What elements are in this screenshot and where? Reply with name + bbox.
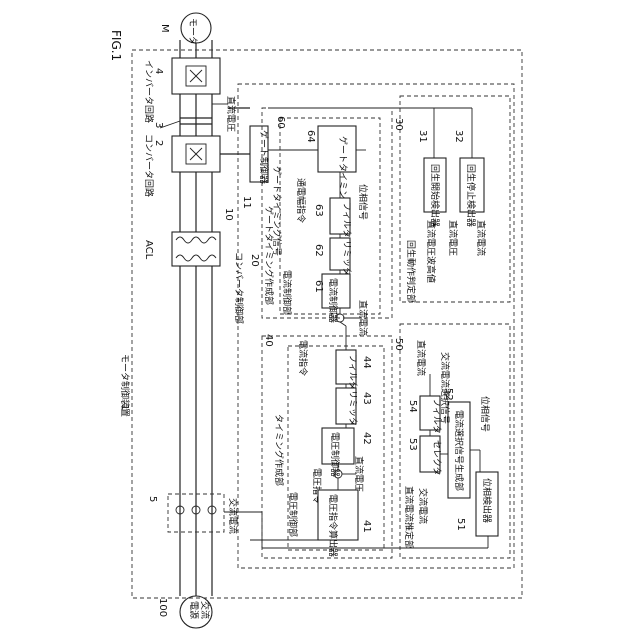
limiter-62-label: リミッタ	[341, 240, 352, 276]
current-control-label: 電流制御部	[281, 270, 293, 315]
ref-41: 41	[361, 520, 372, 533]
motor-label: モータ	[187, 18, 198, 45]
ref-30: 30	[393, 118, 404, 131]
power-circuit: モータ M インバータ回路 4 3 直流電圧 コンバータ回路 2 ACL	[143, 13, 262, 628]
dc-current-b-label: 直流電流	[415, 340, 427, 376]
ref-11: 11	[241, 196, 252, 209]
ref-64: 64	[305, 130, 316, 143]
ac-source-label-1: 交流	[199, 601, 211, 619]
regen-stop-label: 回生停止検出器	[465, 164, 477, 227]
phase-detector-label: 位相検出器	[481, 478, 493, 523]
dc-voltage-top-label: 直流電圧	[225, 96, 237, 132]
figure-label: FIG.1	[109, 30, 123, 61]
ref-2: 2	[153, 140, 164, 146]
regen-judge-label: 回生動作判定部	[405, 240, 417, 303]
dc-voltage-r-label: 直流電圧	[447, 220, 459, 256]
regen-start-label: 回生開始検出器	[429, 164, 441, 227]
ref-m: M	[159, 24, 170, 33]
ac-source-label-2: 電源	[188, 601, 199, 619]
phase-signal-label: 位相信号	[357, 184, 369, 220]
gate-timing-section-label: ゲートタイミング作成部	[263, 206, 275, 305]
ref-62: 62	[313, 244, 324, 257]
ref-51: 51	[455, 518, 466, 531]
ref-54: 54	[407, 400, 418, 413]
ref-20: 20	[249, 254, 260, 267]
ref-60: 60	[275, 116, 286, 129]
acl-label: ACL	[143, 240, 154, 260]
ref-31: 31	[417, 130, 428, 143]
converter-control-frame	[238, 84, 514, 568]
ref-40: 40	[263, 334, 274, 347]
ac-current-sel-label: 交流電流選択信号	[439, 352, 451, 424]
ref-10: 10	[223, 208, 234, 221]
ref-5: 5	[147, 496, 158, 502]
ref-1: 1	[119, 404, 130, 410]
ref-43: 43	[361, 392, 372, 405]
limiter-43-label: リミッタ	[347, 390, 358, 426]
voltage-cmd-calc-block	[318, 490, 358, 540]
ref-53: 53	[407, 438, 418, 451]
ref-32: 32	[453, 130, 464, 143]
phase-signal-b-label: 位相信号	[479, 396, 491, 432]
filter-63-label: フィルタ	[341, 202, 352, 238]
ref-100: 100	[157, 598, 168, 617]
dc-current-r-label: 直流電流	[475, 220, 487, 256]
current-controller-label: 電流制御器	[327, 278, 339, 323]
regen-judge-frame	[400, 96, 510, 302]
current-cmd-label: 電流指令	[297, 340, 309, 376]
ref-44: 44	[361, 356, 372, 369]
ref-61: 61	[313, 280, 324, 293]
voltage-control-label: 電圧制御部	[287, 492, 299, 537]
dc-voltage-waveform-label: 直流電圧波高値	[425, 220, 437, 283]
converter-control-label: コンバータ制御部	[233, 252, 245, 324]
dc-current-estimator-label: 直流電流推定部	[403, 486, 415, 549]
current-sel-gen-label: 電流選択信号生成部	[453, 410, 465, 491]
gate-controller-label: ゲート制御器	[258, 130, 270, 184]
gate-timing-ctrl-block	[318, 126, 356, 172]
ref-42: 42	[361, 432, 372, 445]
ref-63: 63	[313, 204, 324, 217]
conduction-cmd-label: 通電幅指令	[295, 178, 307, 223]
ref-4: 4	[153, 68, 164, 74]
selector-label: セレクタ	[431, 440, 442, 476]
timing-section-label: タイミング作成部	[273, 414, 285, 486]
filter-44-label: フィルタ	[347, 354, 358, 390]
ac-current-label: 交流電流	[227, 498, 239, 534]
ac-current-b-label: 交流電流	[417, 488, 429, 524]
ref-50: 50	[393, 338, 404, 351]
